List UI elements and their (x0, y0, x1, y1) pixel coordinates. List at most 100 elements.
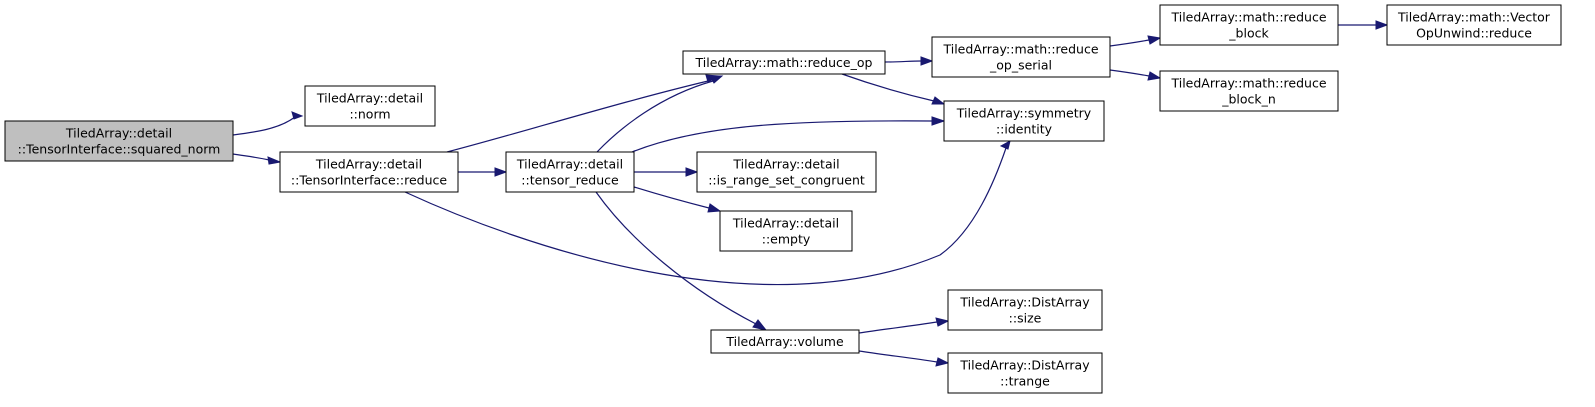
edge-line (1109, 69, 1150, 77)
edge-ti_reduce-to-tensor_reduce (457, 167, 508, 177)
node-label-line: TiledArray::DistArray (959, 358, 1090, 373)
arrowhead-icon (931, 96, 946, 105)
node-reduce_op_serial[interactable]: TiledArray::math::reduce_op_serial (931, 36, 1111, 78)
edge-line (633, 186, 710, 209)
edge-reduce_block-to-vector_op_unwind (1338, 20, 1389, 30)
node-is_range_set_congruent[interactable]: TiledArray::detail::is_range_set_congrue… (696, 151, 877, 193)
node-dist_size[interactable]: TiledArray::DistArray::size (947, 289, 1103, 331)
node-label-line: TiledArray::detail (315, 157, 422, 172)
node-label-line: ::TensorInterface::reduce (291, 173, 448, 188)
node-label-line: OpUnwind::reduce (1416, 26, 1532, 41)
arrowhead-icon (999, 140, 1011, 150)
edge-reduce_op_serial-to-reduce_block_n (1109, 69, 1162, 81)
call-edges (232, 20, 1389, 367)
arrowhead-icon (935, 357, 950, 367)
node-tensor_reduce[interactable]: TiledArray::detail::tensor_reduce (505, 151, 635, 193)
node-box (947, 352, 1103, 394)
node-label-line: TiledArray::DistArray (959, 295, 1090, 310)
edge-line (841, 73, 935, 102)
node-label-line: TiledArray::math::reduce_op (695, 55, 873, 70)
node-label-line: ::norm (349, 107, 390, 122)
node-label-line: ::size (1009, 311, 1042, 326)
node-detail_empty[interactable]: TiledArray::detail::empty (719, 210, 853, 252)
node-box (682, 50, 886, 75)
node-label-line: ::tensor_reduce (521, 173, 619, 188)
node-volume[interactable]: TiledArray::volume (710, 329, 860, 354)
edge-squared_norm-to-detail_norm (232, 111, 304, 136)
edge-tensor_reduce-to-sym_identity (631, 116, 946, 153)
node-label-line: _block (1228, 26, 1269, 41)
node-label-line: TiledArray::detail (732, 157, 839, 172)
node-box (1159, 70, 1339, 112)
node-box (710, 329, 860, 354)
edge-line (858, 321, 938, 334)
arrowhead-icon (752, 319, 768, 331)
node-dist_trange[interactable]: TiledArray::DistArray::trange (947, 352, 1103, 394)
arrowhead-icon (1147, 71, 1162, 81)
arrowhead-icon (267, 156, 282, 165)
node-reduce_block_n[interactable]: TiledArray::math::reduce_block_n (1159, 70, 1339, 112)
node-label-line: TiledArray::detail (516, 157, 623, 172)
node-box (505, 151, 635, 193)
node-label-line: TiledArray::math::reduce (1170, 76, 1326, 91)
arrowhead-icon (1147, 35, 1162, 45)
node-label-line: ::identity (996, 122, 1053, 137)
edge-ti_reduce-to-reduce_op (446, 74, 721, 153)
edge-line (858, 350, 938, 363)
node-label-line: TiledArray::detail (732, 216, 839, 231)
node-detail_norm[interactable]: TiledArray::detail::norm (304, 85, 436, 127)
node-label-line: TiledArray::volume (725, 334, 844, 349)
node-reduce_block[interactable]: TiledArray::math::reduce_block (1159, 4, 1339, 46)
node-label-line: TiledArray::detail (65, 126, 172, 141)
node-label-line: TiledArray::detail (316, 91, 423, 106)
node-label-line: ::TensorInterface::squared_norm (18, 142, 221, 157)
edge-line (232, 153, 270, 161)
node-label-line: ::trange (1000, 374, 1050, 389)
arrowhead-icon (685, 167, 699, 177)
arrowhead-icon (935, 317, 950, 327)
node-box (947, 289, 1103, 331)
node-box (1159, 4, 1339, 46)
edge-tensor_reduce-to-volume (595, 191, 768, 331)
edge-line (1109, 39, 1150, 47)
node-box (931, 36, 1111, 78)
node-label-line: ::is_range_set_congruent (708, 173, 865, 188)
edge-tensor_reduce-to-detail_empty (633, 186, 722, 213)
node-box (279, 151, 459, 193)
node-label-line: _block_n (1221, 92, 1276, 107)
node-ti_reduce[interactable]: TiledArray::detail::TensorInterface::red… (279, 151, 459, 193)
edge-reduce_op-to-sym_identity (841, 73, 946, 105)
edge-line (884, 60, 922, 63)
edge-volume-to-dist_size (858, 317, 950, 334)
arrowhead-icon (291, 111, 304, 120)
node-label-line: TiledArray::symmetry (956, 106, 1092, 121)
node-box (1386, 4, 1562, 46)
edge-squared_norm-to-ti_reduce (232, 153, 282, 165)
edge-line (446, 80, 709, 153)
node-reduce_op[interactable]: TiledArray::math::reduce_op (682, 50, 886, 75)
arrowhead-icon (1375, 20, 1389, 30)
node-sym_identity[interactable]: TiledArray::symmetry::identity (943, 100, 1105, 142)
node-label-line: TiledArray::math::Vector (1397, 10, 1551, 25)
node-label-line: _op_serial (989, 58, 1052, 73)
node-box (304, 85, 436, 127)
edge-tensor_reduce-to-is_range_set_congruent (633, 167, 699, 177)
node-box (943, 100, 1105, 142)
function-nodes: TiledArray::detail::TensorInterface::squ… (4, 4, 1562, 394)
node-box (719, 210, 853, 252)
arrowhead-icon (707, 203, 722, 213)
edge-reduce_op_serial-to-reduce_block (1109, 35, 1162, 47)
arrowhead-icon (494, 167, 508, 177)
edge-line (596, 80, 714, 153)
node-squared_norm: TiledArray::detail::TensorInterface::squ… (4, 120, 234, 162)
node-box (4, 120, 234, 162)
node-label-line: TiledArray::math::reduce (1170, 10, 1326, 25)
edge-line (595, 191, 757, 325)
edge-tensor_reduce-to-reduce_op (596, 75, 724, 153)
node-label-line: ::empty (762, 232, 811, 247)
edge-ti_reduce-to-sym_identity (404, 140, 1011, 286)
edge-reduce_op-to-reduce_op_serial (884, 56, 934, 66)
edge-line (631, 120, 933, 153)
